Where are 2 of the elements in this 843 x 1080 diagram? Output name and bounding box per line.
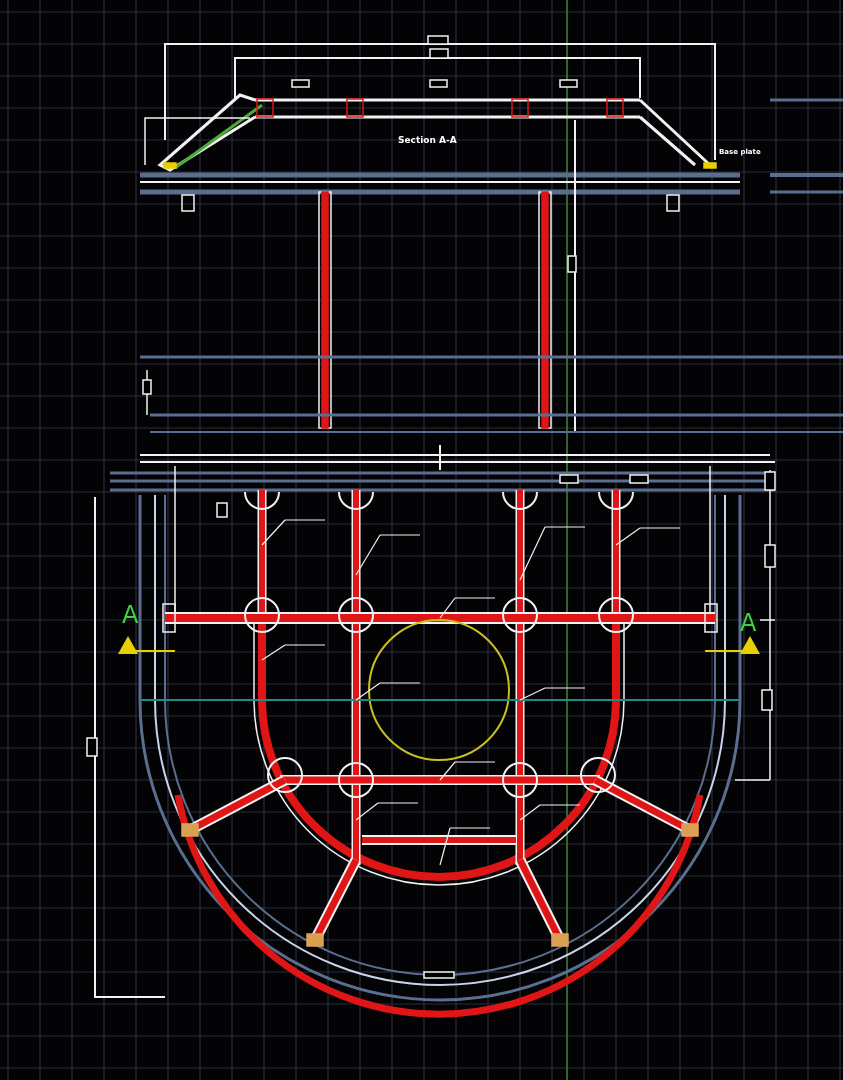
view-title: Section A-A: [398, 136, 457, 146]
section-letter: A: [122, 602, 139, 629]
